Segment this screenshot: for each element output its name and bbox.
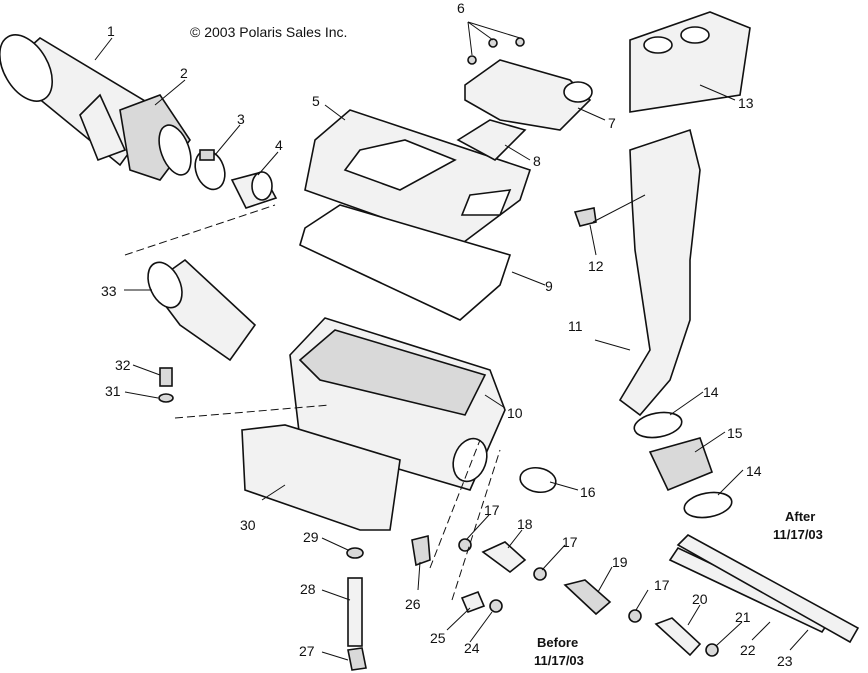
- alignment-line-d: [451, 449, 501, 601]
- part-4-coupler: [230, 171, 278, 209]
- callout-25: 25: [430, 630, 446, 646]
- part-21-clamp: [705, 643, 719, 657]
- part-32-bolt: [159, 367, 173, 387]
- leader-lines: [94, 21, 809, 661]
- callout-21: 21: [735, 609, 751, 625]
- part-27-fitting: [347, 647, 367, 671]
- callout-10: 10: [507, 405, 523, 421]
- copyright-text: © 2003 Polaris Sales Inc.: [190, 24, 347, 40]
- callout-13: 13: [738, 95, 754, 111]
- callout-30: 30: [240, 517, 256, 533]
- part-19-valve: [563, 579, 612, 616]
- part-7-intake-boot: [464, 59, 593, 131]
- part-1-precleaner: [0, 34, 162, 167]
- callout-4: 4: [275, 137, 283, 153]
- callout-9: 9: [545, 278, 553, 294]
- part-33-intake-boot: [147, 258, 257, 362]
- alignment-line-b: [174, 404, 331, 419]
- part-18-hose: [481, 541, 527, 574]
- callout-5: 5: [312, 93, 320, 109]
- callout-24: 24: [464, 640, 480, 656]
- callout-7: 7: [608, 115, 616, 131]
- callout-31: 31: [105, 383, 121, 399]
- callout-14a: 14: [703, 384, 719, 400]
- note-before-line2: 11/17/03: [534, 653, 584, 668]
- callout-16: 16: [580, 484, 596, 500]
- callout-19: 19: [612, 554, 628, 570]
- callout-33: 33: [101, 283, 117, 299]
- part-3-clamp: [194, 149, 226, 191]
- callout-29: 29: [303, 529, 319, 545]
- part-2-filter-element: [119, 94, 192, 181]
- callout-6: 6: [457, 0, 465, 16]
- part-9-seal: [299, 204, 512, 321]
- callout-11: 11: [568, 318, 583, 334]
- part-13-foam-block: [629, 11, 751, 113]
- part-8-gasket: [456, 119, 527, 161]
- callout-15: 15: [727, 425, 743, 441]
- part-26-clip: [411, 534, 431, 567]
- part-20-hose: [654, 617, 702, 657]
- callout-23: 23: [777, 653, 793, 669]
- callout-2: 2: [180, 65, 188, 81]
- callout-17b: 17: [562, 534, 578, 550]
- callout-18: 18: [517, 516, 533, 532]
- callout-22: 22: [740, 642, 756, 658]
- part-14-clamp-lower: [683, 491, 733, 519]
- callout-26: 26: [405, 596, 421, 612]
- note-after-line1: After: [785, 509, 815, 524]
- part-31-washer: [158, 393, 174, 403]
- part-5-airbox-cover: [304, 109, 532, 246]
- part-17-clamps: [458, 538, 642, 623]
- callout-32: 32: [115, 357, 131, 373]
- part-29-clamp: [346, 547, 364, 559]
- callout-17a: 17: [484, 502, 500, 518]
- alignment-line-c: [429, 439, 481, 569]
- callout-12: 12: [588, 258, 604, 274]
- part-25-plug: [460, 590, 486, 614]
- part-6-screws: [467, 37, 525, 65]
- callout-20: 20: [692, 591, 708, 607]
- part-30-heat-shield: [241, 424, 401, 531]
- note-before-line1: Before: [537, 635, 578, 650]
- alignment-line-a: [124, 204, 276, 256]
- callout-14b: 14: [746, 463, 762, 479]
- part-16-clamp: [519, 466, 557, 494]
- callout-3: 3: [237, 111, 245, 127]
- part-11-intake-tube: [618, 128, 701, 417]
- callout-8: 8: [533, 153, 541, 169]
- part-14-clamp-upper: [633, 411, 683, 439]
- part-28-hose: [347, 577, 363, 647]
- part-24-clamp: [489, 599, 503, 613]
- part-15-coupler: [648, 437, 714, 492]
- callout-27: 27: [299, 643, 315, 659]
- callout-17c: 17: [654, 577, 670, 593]
- part-12-clip: [573, 207, 597, 227]
- note-after-line2: 11/17/03: [773, 527, 823, 542]
- callout-28: 28: [300, 581, 316, 597]
- callout-1: 1: [107, 23, 115, 39]
- part-23-tube: [676, 534, 860, 644]
